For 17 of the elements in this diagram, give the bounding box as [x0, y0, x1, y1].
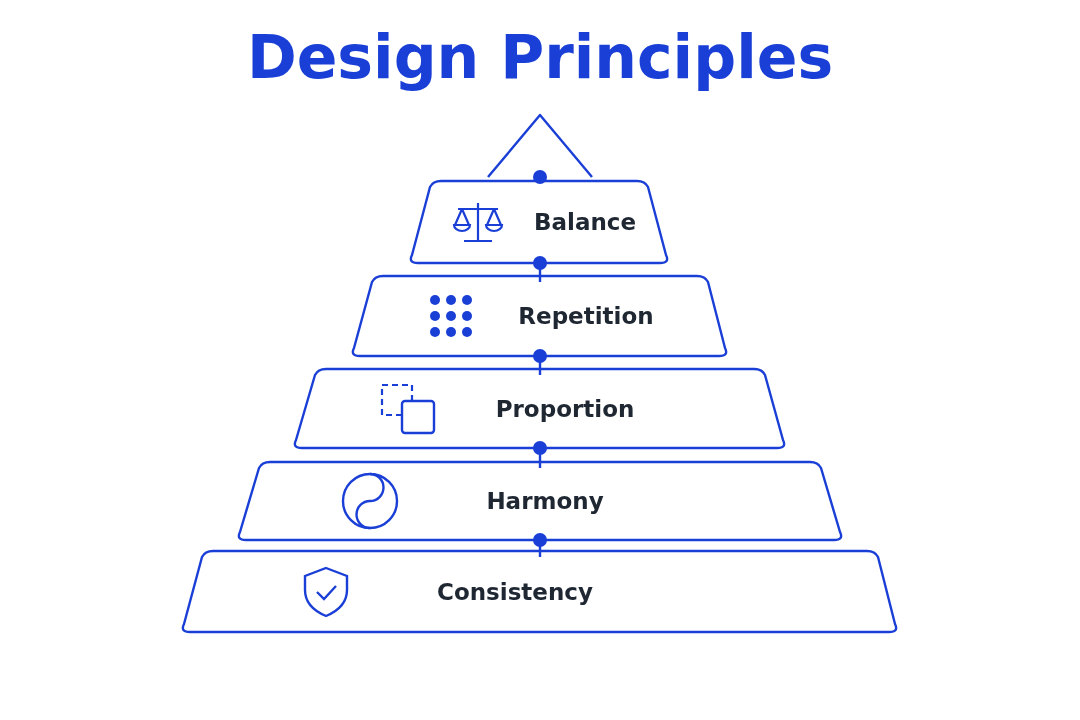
pyramid-tier [352, 276, 727, 356]
pyramid-tier [294, 369, 785, 448]
title: Design Principles [245, 22, 835, 92]
connector-pin [533, 533, 547, 557]
connector-pin [533, 256, 547, 282]
tier-label: Balance [533, 209, 637, 235]
tier-label: Harmony [486, 488, 604, 514]
tier-label: Repetition [518, 303, 654, 329]
pyramid-tier [238, 462, 842, 540]
connector-pin [533, 170, 547, 184]
connector-pin [533, 349, 547, 375]
pyramid-apex [488, 115, 592, 177]
tier-label: Consistency [437, 578, 593, 605]
tier-label: Proportion [495, 395, 635, 422]
connector-pin [533, 441, 547, 468]
pyramid-tier [182, 551, 897, 632]
pyramid-tier [410, 181, 668, 263]
